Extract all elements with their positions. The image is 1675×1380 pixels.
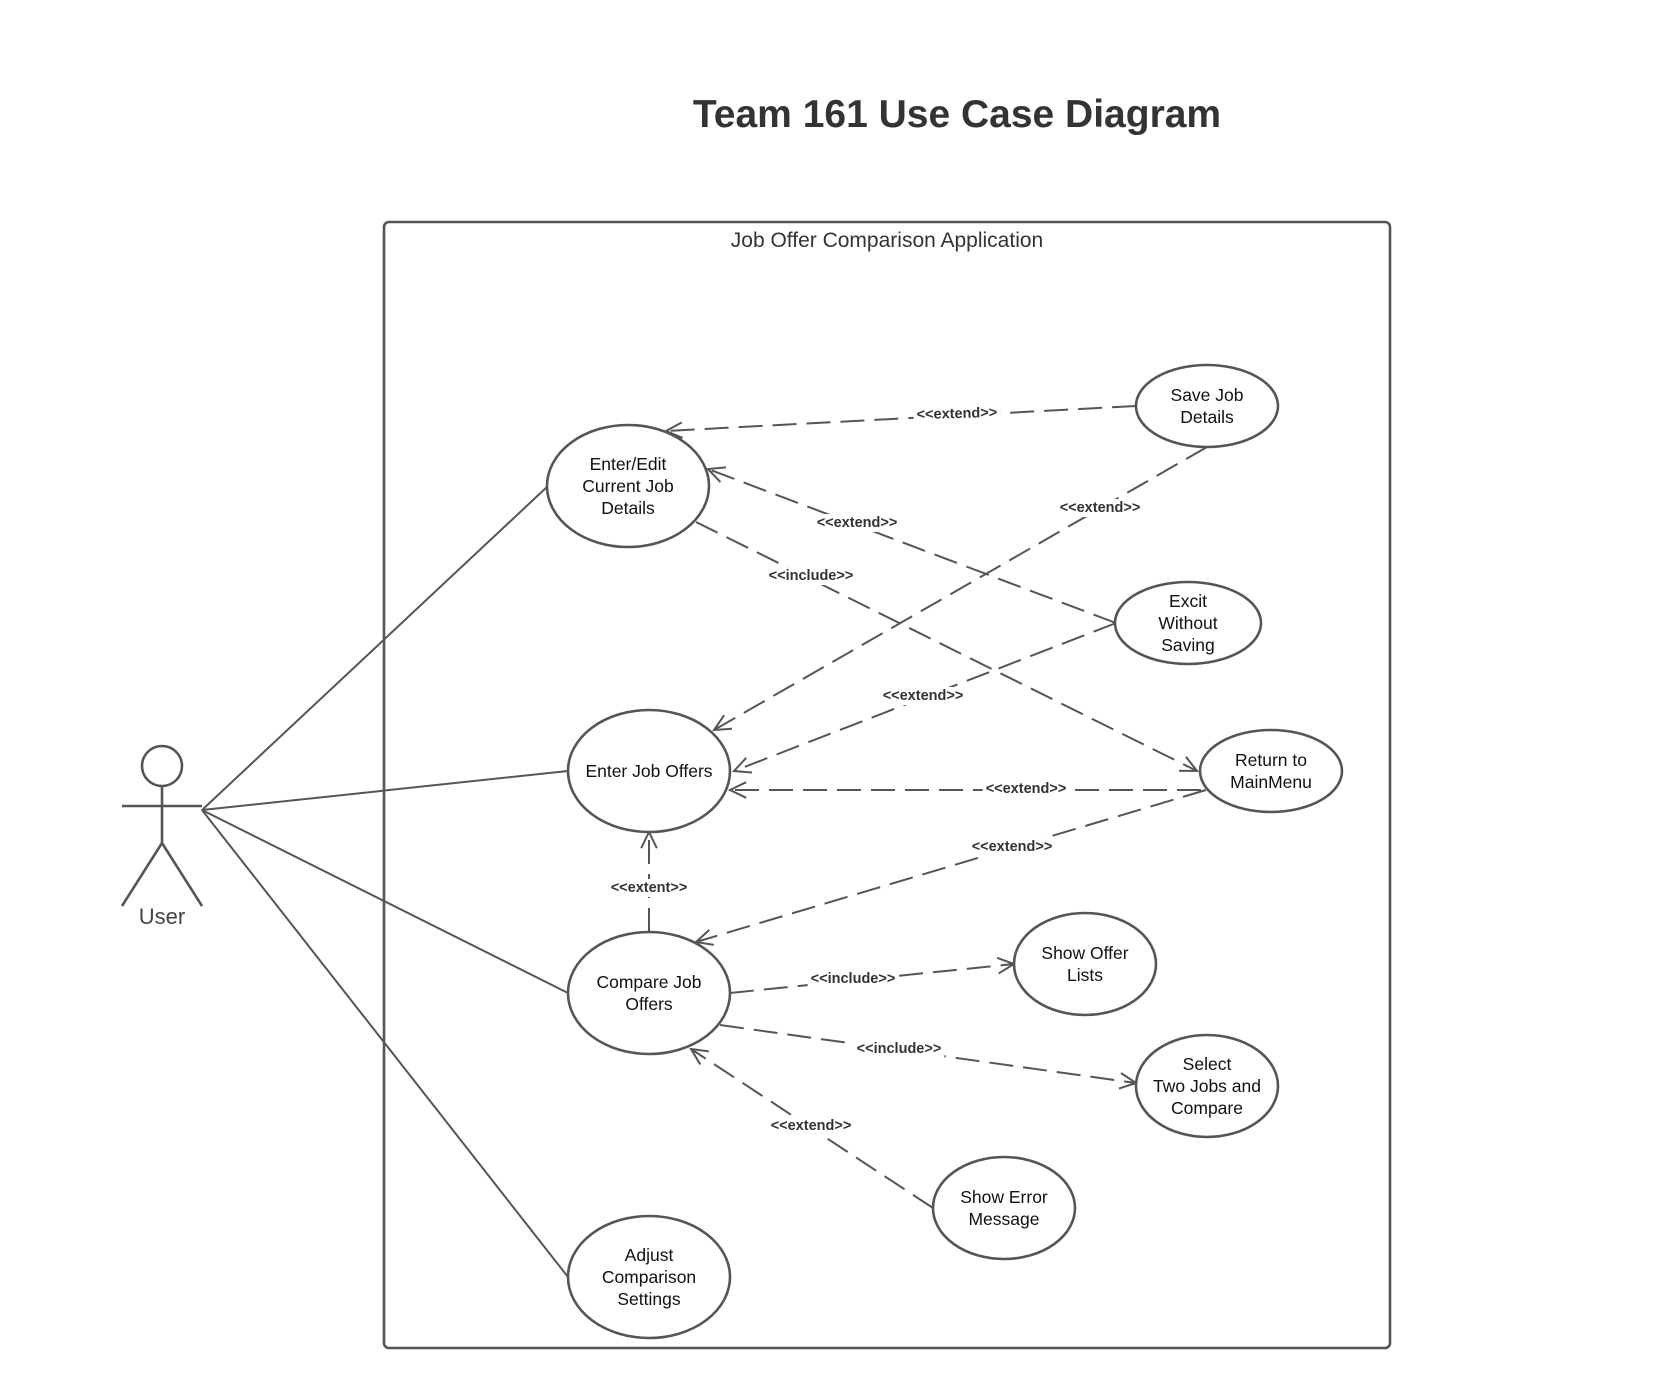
actor-user: User <box>120 744 204 929</box>
relationship-label-bg <box>813 514 901 532</box>
use-case-ellipse <box>1134 363 1280 449</box>
relationship-label-bg <box>765 567 857 585</box>
use-case-label: Compare Job <box>596 972 701 992</box>
system-boundary-label: Job Offer Comparison Application <box>731 229 1043 252</box>
relationship-label: <<extend>> <box>1060 500 1141 516</box>
use-case-ellipse <box>566 930 732 1056</box>
use-case-label: Show Error <box>960 1187 1048 1207</box>
association-user-adjust <box>201 809 569 1278</box>
arrowhead-select_two <box>1118 1072 1139 1090</box>
use-case-ellipse <box>931 1155 1077 1261</box>
use-case-label: Two Jobs and <box>1153 1076 1261 1096</box>
relationship-label-bg <box>1056 499 1144 517</box>
relationship-label: <<extend>> <box>972 839 1053 855</box>
association-user-compare <box>201 809 569 994</box>
use-case-ellipse <box>1134 1033 1280 1139</box>
use-case-label: MainMenu <box>1230 772 1312 792</box>
relationship-label: <<extend>> <box>817 515 898 531</box>
use-case-ellipse <box>545 423 711 549</box>
relationship-label: <<include>> <box>769 568 854 584</box>
actor-right-leg <box>160 842 204 907</box>
actor-head <box>140 744 184 788</box>
dependency-lines <box>640 405 1208 1209</box>
relationship-label: <<include>> <box>857 1041 942 1057</box>
use-case-label: Offers <box>625 994 673 1014</box>
relationship-label-bg <box>968 838 1056 856</box>
relationship-labels: <<extend>> <<extend>> <<include>> <<extend>… <box>607 403 1144 1135</box>
use-case-enter-offers: Enter Job Offers <box>566 708 732 834</box>
actor-left-leg <box>120 842 164 907</box>
use-case-ellipse <box>1012 911 1158 1017</box>
arrowhead-enter_offers <box>727 781 747 799</box>
use-case-label: Show Offer <box>1041 943 1128 963</box>
use-case-ellipse <box>1198 728 1344 814</box>
use-case-label: Details <box>1180 407 1234 427</box>
use-case-label: Return to <box>1235 750 1307 770</box>
relationship-label: <<extend>> <box>771 1118 852 1134</box>
arrowhead-enter_offers <box>731 757 753 774</box>
use-case-label: Excit <box>1169 591 1207 611</box>
use-case-label: Comparison <box>602 1267 696 1287</box>
use-case-ellipse <box>1113 580 1263 666</box>
dependency-save-to-enter_edit <box>665 405 1137 432</box>
relationship-label-bg <box>807 970 899 988</box>
use-case-label: Adjust <box>625 1245 674 1265</box>
relationship-label: <<extent>> <box>611 880 688 896</box>
relationship-label: <<extend>> <box>986 781 1067 797</box>
use-case-label: Select <box>1183 1054 1232 1074</box>
arrowhead-return <box>1178 756 1200 773</box>
use-case-ellipse <box>566 1214 732 1340</box>
use-case-label: Save Job <box>1171 385 1244 405</box>
dependency-return-to-compare <box>695 789 1207 943</box>
use-case-label: Settings <box>617 1289 680 1309</box>
arrowhead-enter_edit <box>705 466 727 483</box>
association-user-enter_edit <box>201 485 549 811</box>
relationship-label-bg <box>982 780 1070 798</box>
relationship-label-bg <box>853 1040 945 1058</box>
relationship-label-bg <box>879 687 967 705</box>
association-lines <box>201 485 569 1278</box>
arrowhead-compare <box>689 1047 709 1065</box>
relationship-label: <<include>> <box>811 971 896 987</box>
relationship-label: <<extend>> <box>916 405 997 423</box>
relationship-label: <<extend>> <box>883 688 964 704</box>
use-case-label: Compare <box>1171 1098 1243 1118</box>
relationship-label-bg <box>607 879 691 897</box>
dependency-save-to-enter_offers <box>713 446 1208 731</box>
dependency-enter_edit-to-return <box>695 521 1198 772</box>
use-case-ellipse <box>566 708 732 834</box>
arrowhead-enter_offers <box>712 714 733 732</box>
relationship-label-bg <box>913 403 1001 425</box>
relationship-label-bg <box>767 1117 855 1135</box>
use-case-label: Enter Job Offers <box>585 761 712 781</box>
use-case-label: Lists <box>1067 965 1103 985</box>
use-case-label: Details <box>601 498 655 518</box>
dependency-exit-to-enter_edit <box>707 468 1117 624</box>
use-case-label: Message <box>968 1209 1039 1229</box>
actor-label: User <box>139 904 185 929</box>
diagram-title: Team 161 Use Case Diagram <box>693 93 1221 136</box>
use-case-label: Saving <box>1161 635 1215 655</box>
use-case-label: Without <box>1158 613 1217 633</box>
system-boundary <box>382 220 1392 1350</box>
use-case-label: Current Job <box>582 476 673 496</box>
association-user-enter_offers <box>201 770 569 811</box>
use-case-label: Enter/Edit <box>590 454 667 474</box>
